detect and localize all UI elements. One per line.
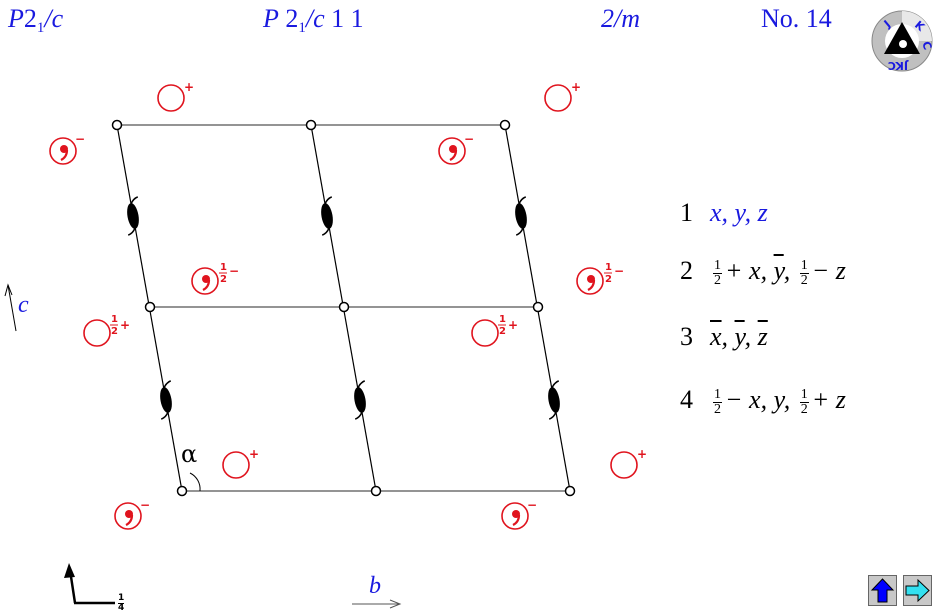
- svg-text:−: −: [75, 132, 85, 146]
- svg-text:2: 2: [499, 326, 506, 337]
- short-symbol: P21/c: [8, 4, 64, 36]
- c-axis-arrow: [4, 283, 17, 332]
- svg-text:+: +: [637, 447, 647, 461]
- svg-text:−: −: [614, 264, 624, 278]
- svg-text:+: +: [184, 80, 194, 94]
- inversion-centres: [111, 119, 576, 497]
- svg-text:1: 1: [499, 314, 506, 325]
- point-group: 2/m: [601, 4, 640, 33]
- jkc-logo[interactable]: J K C JKC: [870, 8, 934, 74]
- svg-text:−: −: [464, 132, 474, 146]
- up-arrow-icon: [870, 578, 895, 603]
- svg-text:+: +: [508, 318, 518, 332]
- equivalent-positions: + + − − 12− 12− 12+ 12+ + + − −: [48, 80, 647, 531]
- svg-text:−: −: [527, 498, 537, 512]
- up-button[interactable]: [868, 575, 897, 606]
- svg-text:1: 1: [605, 262, 612, 273]
- next-button[interactable]: [903, 575, 932, 606]
- height-fraction: 1 4: [118, 593, 125, 613]
- svg-text:2: 2: [605, 274, 612, 285]
- alpha-label: α: [181, 440, 198, 468]
- svg-text:+: +: [571, 80, 581, 94]
- svg-text:JKC: JKC: [888, 59, 909, 72]
- height-legend-arrow: [68, 569, 115, 605]
- space-group-number: No. 14: [761, 4, 832, 33]
- right-arrow-icon: [905, 578, 930, 603]
- svg-text:2: 2: [111, 326, 118, 337]
- svg-text:−: −: [229, 264, 239, 278]
- full-symbol: P 21/c 1 1: [263, 4, 364, 36]
- svg-text:1: 1: [220, 262, 227, 273]
- svg-text:+: +: [249, 447, 259, 461]
- c-axis-label: c: [18, 292, 29, 318]
- svg-text:2: 2: [220, 274, 227, 285]
- b-axis-label: b: [369, 573, 381, 599]
- svg-text:−: −: [140, 498, 150, 512]
- b-axis-arrow: [352, 599, 402, 609]
- svg-text:1: 1: [111, 314, 118, 325]
- svg-text:+: +: [120, 318, 130, 332]
